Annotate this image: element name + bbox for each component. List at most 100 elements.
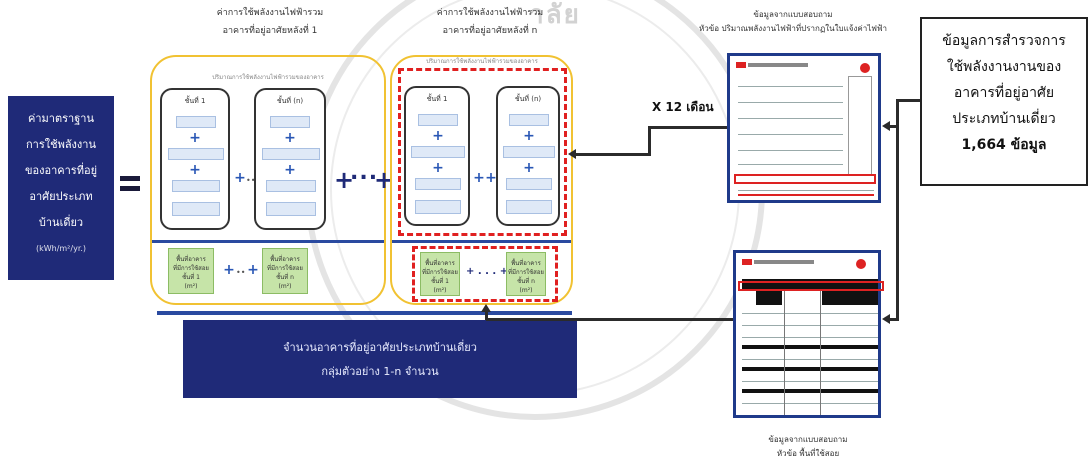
plus-icon: + <box>234 170 246 186</box>
doc-footer-line <box>738 194 874 196</box>
standard-value-line-2: การใช้พลังงาน <box>25 138 96 151</box>
standard-value-line-4: อาศัยประเภท <box>29 190 93 203</box>
plus-icon: + <box>189 130 201 146</box>
doc-row <box>738 102 843 103</box>
arrow-left-icon <box>882 314 890 324</box>
doc-dark-band <box>742 389 878 393</box>
meter-block <box>415 178 461 190</box>
survey-line-3: อาคารที่อยู่อาศัย <box>953 85 1055 101</box>
doc-row <box>742 337 878 338</box>
plus-icon: + <box>473 170 485 186</box>
doc-dark-band <box>742 345 878 349</box>
area-line: ชั้นที่ n <box>517 278 535 285</box>
plus-icon: + <box>374 166 395 194</box>
area-line: (m²) <box>433 287 447 294</box>
plus-icon: + <box>432 128 444 144</box>
logo-icon <box>736 62 746 68</box>
group2-title-line1: ค่าการใช้พลังงานไฟฟ้ารวม <box>436 8 544 18</box>
area-line: พื้นที่อาคาร <box>176 256 206 263</box>
plus-icon: + <box>247 262 259 278</box>
group2-floor-1-card: ชั้นที่ 1 + + <box>404 86 470 226</box>
group2-floor-n-card: ชั้นที่ (n) + + <box>496 86 560 226</box>
meter-block <box>266 180 316 192</box>
standard-value-unit: (kWh/m²/yr.) <box>35 244 87 253</box>
survey-line-1: ข้อมูลการสำรวจการ <box>942 33 1066 49</box>
connector-line <box>896 99 899 321</box>
meter-block <box>415 200 461 214</box>
plus-icon: + <box>432 160 444 176</box>
area-line: พื้นที่อาคาร <box>511 260 541 267</box>
area-line: ชั้นที่ 1 <box>431 278 449 285</box>
ellipsis-icon: + . . . + <box>466 266 509 277</box>
doc-row <box>738 150 843 151</box>
group1-subtitle: ปริมาณการใช้พลังงานไฟฟ้ารวมของอาคาร <box>212 74 324 81</box>
doc-header-line <box>754 260 814 264</box>
connector-line <box>896 99 920 102</box>
meter-block <box>172 180 220 192</box>
doc-header-line <box>748 63 808 67</box>
survey-data-box: ข้อมูลการสำรวจการ ใช้พลังงานงานของ อาคาร… <box>920 17 1088 186</box>
doc-row <box>742 325 878 326</box>
logo-icon <box>856 259 866 269</box>
equals-sign <box>118 170 144 196</box>
doc-top-title-line2: หัวข้อ ปริมาณพลังงานไฟฟ้าที่ปรากฏในใบแจ้… <box>698 24 888 33</box>
meter-block <box>176 116 216 128</box>
plus-icon: + <box>523 128 535 144</box>
doc-row <box>738 118 843 119</box>
area-line: ที่มีการใช้สอย <box>173 265 209 272</box>
doc-row <box>742 313 878 314</box>
group1-title-line2: อาคารที่อยู่อาศัยหลังที่ 1 <box>222 26 318 36</box>
plus-icon: + <box>284 130 296 146</box>
group2-area-floor-n: พื้นที่อาคาร ที่มีการใช้สอย ชั้นที่ n (m… <box>506 252 546 296</box>
standard-value-line-1: ค่ามาตราฐาน <box>28 112 94 125</box>
group1-area-floor-n: พื้นที่อาคาร ที่มีการใช้สอย ชั้นที่ n (m… <box>262 248 308 294</box>
group2-floor-n-label: ชั้นที่ (n) <box>514 95 542 103</box>
meter-block <box>168 148 224 160</box>
meter-block <box>411 146 465 158</box>
standard-value-line-5: บ้านเดี่ยว <box>38 216 84 229</box>
connector-line <box>485 310 488 320</box>
group2-title-line2: อาคารที่อยู่อาศัยหลังที่ n <box>442 26 538 36</box>
questionnaire-energy-document <box>727 53 881 203</box>
area-line: ที่มีการใช้สอย <box>508 269 544 276</box>
plus-icon: + <box>334 166 355 194</box>
doc-row <box>738 190 874 191</box>
doc-highlight-row <box>738 281 884 291</box>
plus-icon: + <box>523 160 535 176</box>
group1-divider <box>152 240 384 243</box>
doc-dark-band <box>742 367 878 371</box>
area-highlight-box <box>412 246 558 302</box>
doc-column-line <box>784 291 785 415</box>
sample-count-box: จำนวนอาคารที่อยู่อาศัยประเภทบ้านเดี่ยว ก… <box>183 320 577 398</box>
area-line: (m²) <box>519 287 533 294</box>
doc-row <box>738 86 843 87</box>
group2-divider <box>392 240 571 243</box>
area-line: ที่มีการใช้สอย <box>267 265 303 272</box>
meter-block <box>506 200 552 214</box>
doc-dark-band <box>742 279 878 289</box>
energy-highlight-box <box>398 68 567 236</box>
group1-floor-n-label: ชั้นที่ (n) <box>276 97 304 105</box>
ellipsis-icon: ... <box>350 160 379 185</box>
logo-icon <box>860 63 870 73</box>
group1-floor-1-label: ชั้นที่ 1 <box>184 97 206 105</box>
building-1-group <box>150 55 386 305</box>
plus-icon: + <box>284 162 296 178</box>
connector-line <box>486 318 733 321</box>
standard-value-box: ค่ามาตราฐาน การใช้พลังงาน ของอาคารที่อยู… <box>8 96 114 280</box>
connector-line <box>576 153 651 156</box>
questionnaire-area-document <box>733 250 884 418</box>
doc-highlight-row <box>734 174 876 184</box>
connector-line <box>890 125 899 128</box>
area-line: พื้นที่อาคาร <box>270 256 300 263</box>
plus-icon: + <box>485 170 497 186</box>
doc-bottom-title-line2: หัวข้อ พื้นที่ใช้สอย <box>776 449 840 458</box>
arrow-up-icon <box>481 304 491 312</box>
doc-row <box>742 381 878 382</box>
logo-icon <box>742 259 752 265</box>
meter-block <box>266 202 316 216</box>
group2-area-floor-1: พื้นที่อาคาร ที่มีการใช้สอย ชั้นที่ 1 (m… <box>420 252 460 296</box>
plus-icon: + <box>223 262 235 278</box>
doc-top-title-line1: ข้อมูลจากแบบสอบถาม <box>753 10 833 19</box>
group1-floor-n-card: ชั้นที่ (n) + + <box>254 88 326 230</box>
